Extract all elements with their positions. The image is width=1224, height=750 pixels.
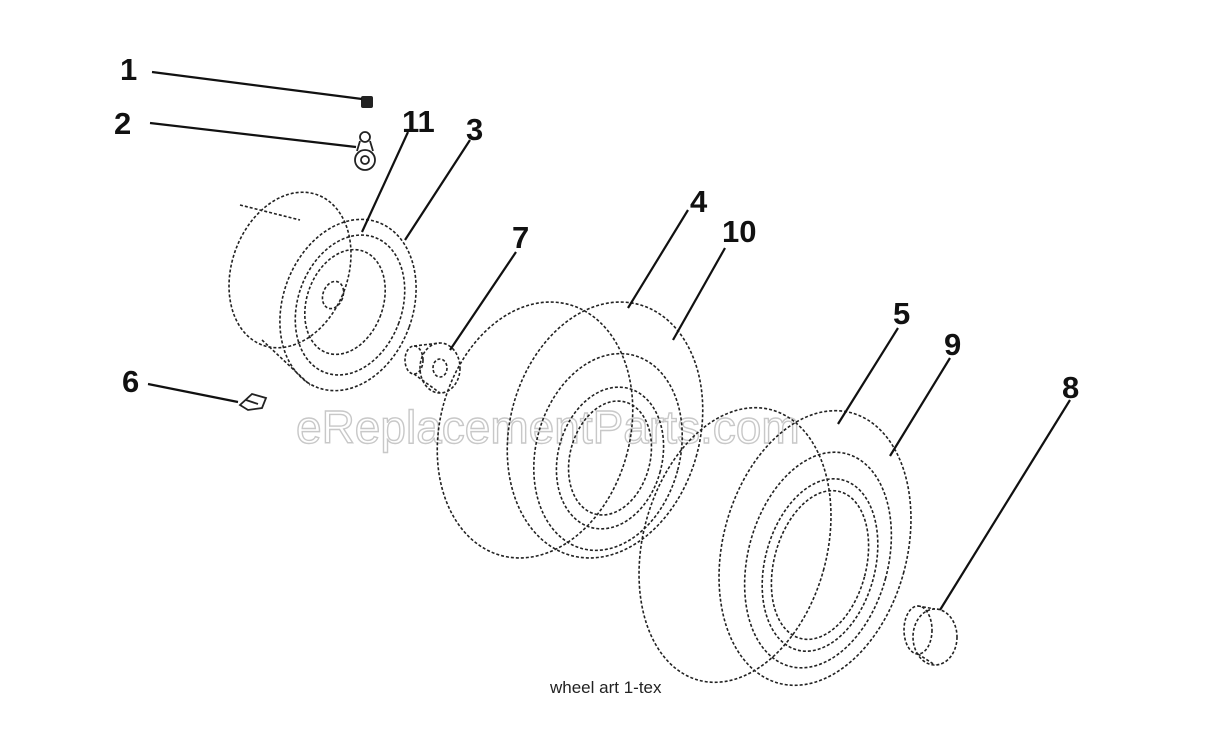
part-5-rear-tire [638, 406, 912, 687]
diagram-caption: wheel art 1-tex [549, 678, 662, 697]
part-3-front-rim [228, 191, 417, 392]
part-6-valve-stem [238, 392, 268, 411]
part-4-front-tire [436, 301, 704, 559]
callout-2: 2 [114, 106, 131, 141]
callout-7: 7 [512, 220, 529, 255]
callout-3: 3 [466, 112, 483, 147]
callout-8: 8 [1062, 370, 1079, 405]
callout-4: 4 [690, 184, 708, 219]
part-8-hub-cap [903, 605, 958, 666]
callout-1: 1 [120, 52, 137, 87]
part-2-nut [354, 131, 376, 171]
leader-lines [147, 70, 1071, 611]
callout-5: 5 [893, 296, 910, 331]
callout-6: 6 [122, 364, 139, 399]
callout-10: 10 [722, 214, 756, 249]
part-1-cap [361, 96, 373, 108]
callout-11: 11 [402, 104, 435, 139]
part-7-bushing [404, 342, 461, 394]
callout-9: 9 [944, 327, 961, 362]
